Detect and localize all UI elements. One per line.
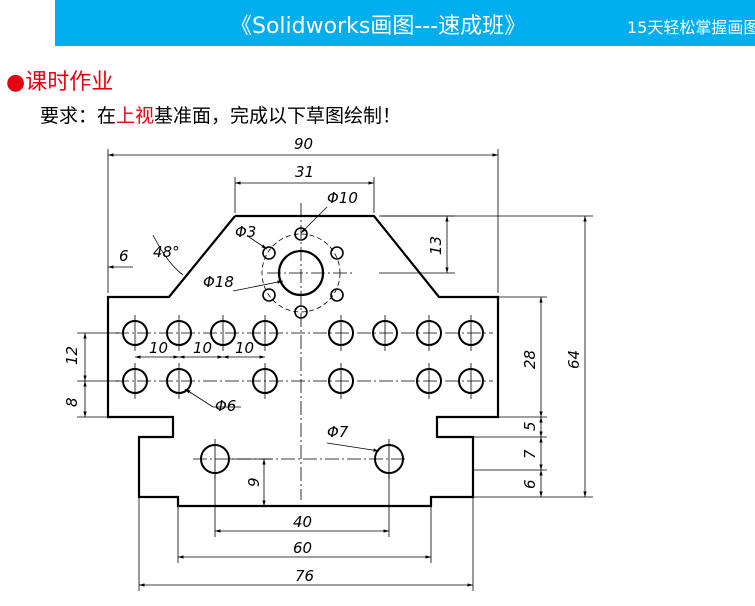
dim-bolt-circle-dia: Φ10 [327, 189, 358, 207]
dim-hole-pitch-3: 10 [235, 339, 254, 357]
dim-step-height-6: 6 [521, 479, 539, 489]
dim-center-hole-dia: Φ18 [203, 273, 234, 291]
course-title: 《Solidworks画图---速成班》 [230, 14, 527, 39]
dim-left-offset: 6 [119, 247, 129, 265]
dim-top-width: 31 [295, 163, 314, 181]
dim-body-height: 28 [521, 350, 539, 369]
dim-hole-pitch-1: 10 [149, 339, 168, 357]
dim-top-height: 13 [427, 236, 445, 255]
dim-hole-spacing-40: 40 [293, 513, 312, 531]
small-bolt-holes [262, 227, 344, 319]
dimension-labels: 90 31 Φ10 Φ3 48° 6 Φ18 13 12 8 10 10 10 … [63, 135, 583, 585]
requirement-suffix: 基准面，完成以下草图绘制！ [154, 105, 402, 127]
sketch-drawing: 90 31 Φ10 Φ3 48° 6 Φ18 13 12 8 10 10 10 … [57, 125, 600, 602]
center-hole [277, 249, 325, 297]
sketch-svg: 90 31 Φ10 Φ3 48° 6 Φ18 13 12 8 10 10 10 … [63, 135, 593, 591]
bolt-circle [261, 233, 341, 313]
dim-lower-hole-height: 9 [245, 477, 263, 487]
dim-overall-width: 90 [294, 135, 313, 153]
dim-overall-height: 64 [565, 350, 583, 369]
hole-center-marks [134, 315, 472, 479]
dim-step-height-5: 5 [521, 421, 539, 431]
requirement-highlight: 上视 [116, 105, 155, 127]
dim-bottom-width-76: 76 [295, 567, 314, 585]
section-heading: ●课时作业 [6, 64, 113, 96]
dim-bottom-width-60: 60 [293, 539, 312, 557]
dimension-lines [77, 149, 593, 591]
requirement-text: 要求：在上视基准面，完成以下草图绘制！ [40, 101, 401, 128]
course-tagline: 15天轻松掌握画图技能 [627, 18, 755, 37]
dim-bottom-row-offset: 8 [63, 397, 81, 407]
dim-hole-dia: Φ6 [215, 397, 236, 415]
dim-step-height-7: 7 [521, 449, 539, 459]
dim-hole-pitch-2: 10 [193, 339, 212, 357]
section-heading-text: 课时作业 [25, 70, 114, 95]
requirement-prefix: 要求：在 [40, 105, 117, 127]
header-bar: 《Solidworks画图---速成班》 15天轻松掌握画图技能 [55, 0, 755, 46]
dim-small-hole-dia: Φ3 [235, 223, 256, 241]
dim-large-hole-dia: Φ7 [327, 423, 349, 441]
dim-row-spacing: 12 [63, 346, 81, 365]
dim-chamfer-angle: 48° [153, 243, 180, 261]
bullet-icon: ● [6, 70, 26, 95]
